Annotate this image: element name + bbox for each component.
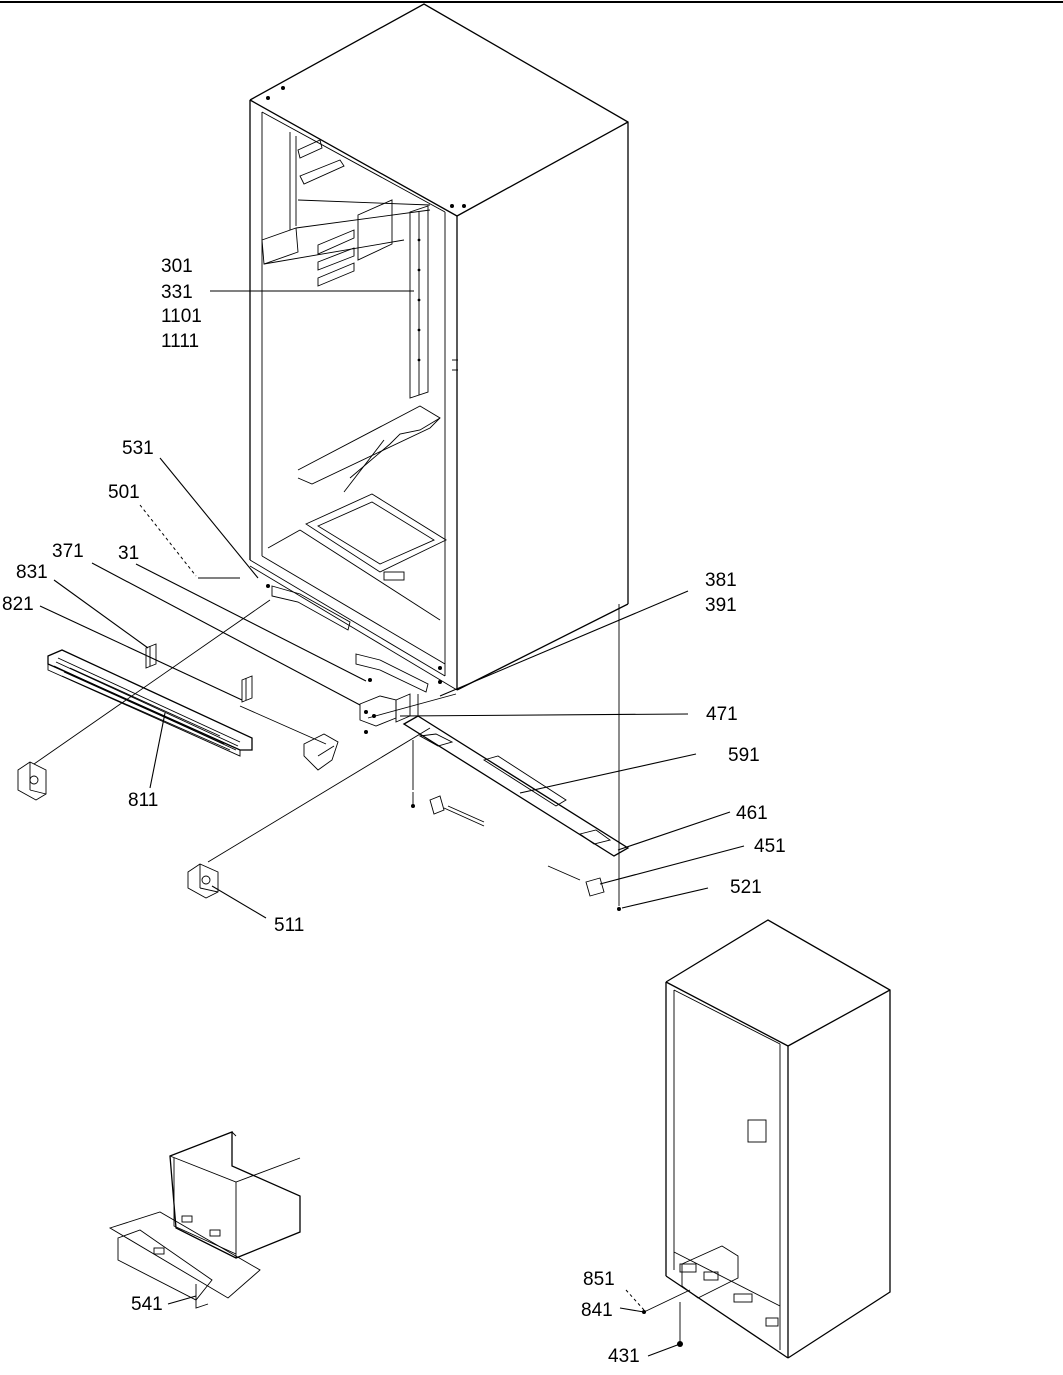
label-511: 511 [274,915,304,936]
label-1111: 1111 [161,331,199,352]
label-831: 831 [16,562,48,583]
label-1101: 1101 [161,306,202,327]
grille-811 [47,643,253,757]
bracket-part [303,733,339,771]
label-451: 451 [754,836,786,857]
label-811: 811 [128,790,158,811]
label-501: 501 [108,482,140,503]
label-431: 431 [608,1346,640,1367]
label-851: 851 [583,1269,615,1290]
label-461: 461 [736,803,768,824]
label-531: 531 [122,438,154,459]
main-cabinet [249,3,629,693]
leveling-leg-511 [187,863,219,899]
label-541: 541 [131,1294,163,1315]
label-31: 31 [118,543,139,564]
label-371: 371 [52,541,84,562]
label-841: 841 [581,1300,613,1321]
label-821: 821 [2,594,34,615]
small-cabinet [642,919,891,1359]
guide-lines [33,577,620,906]
label-381: 381 [705,570,737,591]
leveling-leg-left [17,761,47,801]
label-331: 331 [161,282,193,303]
label-301: 301 [161,256,193,277]
label-591: 591 [728,745,760,766]
fasteners [411,792,621,911]
bracket-assembly-541 [108,1131,301,1309]
leader-lines [39,290,745,1357]
label-391: 391 [705,595,737,616]
compressor-bracket [359,678,419,734]
label-471: 471 [706,704,738,725]
label-521: 521 [730,877,762,898]
mounting-plate-591 [402,715,630,857]
callout-labels: 301 331 1101 1111 531 501 371 31 831 821… [2,256,786,1367]
